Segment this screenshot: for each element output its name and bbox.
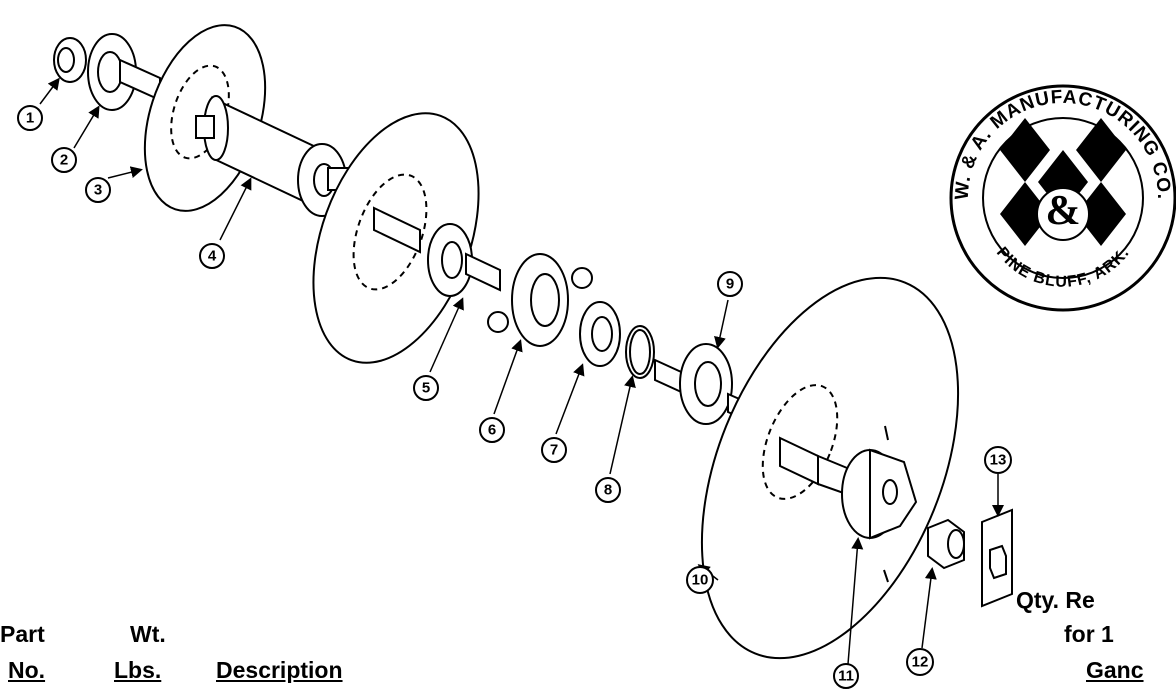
svg-text:4: 4	[208, 248, 217, 265]
callout-leaders	[39, 77, 1004, 665]
header-wt-line1: Wt.	[130, 621, 166, 647]
svg-text:12: 12	[912, 654, 929, 671]
svg-text:13: 13	[990, 452, 1007, 469]
callout-13: 13	[984, 446, 1012, 474]
part-7-bearing	[579, 301, 621, 367]
svg-text:6: 6	[488, 422, 496, 439]
part-8-snap-ring	[625, 325, 655, 379]
header-qty-line1: Qty. Re	[1016, 587, 1095, 613]
part-10-disc-blade	[700, 276, 960, 660]
svg-text:2: 2	[60, 152, 68, 169]
callout-9: 9	[717, 271, 743, 297]
svg-text:9: 9	[726, 276, 734, 293]
svg-text:1: 1	[26, 110, 34, 127]
callout-6: 6	[479, 417, 505, 443]
header-part-line2: No.	[8, 657, 46, 683]
header-wt-line2: Lbs.	[114, 657, 162, 683]
svg-text:3: 3	[94, 182, 102, 199]
part-1-end-cap	[53, 37, 87, 83]
svg-text:5: 5	[422, 380, 430, 397]
header-qty-line3: Ganc	[1086, 657, 1144, 683]
svg-text:11: 11	[838, 668, 854, 685]
header-part-line1: Part	[0, 621, 45, 647]
part-11-hub-housing	[841, 425, 918, 583]
part-4-spacer-spool	[195, 95, 351, 217]
header-description: Description	[216, 657, 343, 683]
callout-10: 10	[686, 566, 714, 594]
svg-text:10: 10	[692, 572, 709, 589]
company-logo: W. & A. MANUFACTURING CO. PINE BLUFF, AR…	[949, 84, 1176, 312]
callout-3: 3	[85, 177, 111, 203]
callout-12: 12	[906, 648, 934, 676]
part-13-lock-plate	[981, 508, 1013, 608]
header-qty-line2: for 1	[1064, 621, 1114, 647]
callout-2: 2	[51, 147, 77, 173]
callout-8: 8	[595, 477, 621, 503]
logo-ampersand: &	[1046, 188, 1081, 234]
callout-5: 5	[413, 375, 439, 401]
svg-text:8: 8	[604, 482, 612, 499]
svg-text:7: 7	[550, 442, 558, 459]
part-6-bearing-housing	[487, 253, 593, 347]
callout-11: 11	[833, 663, 859, 689]
callout-4: 4	[199, 243, 225, 269]
square-shaft-middle	[373, 206, 501, 297]
callout-1: 1	[17, 105, 43, 131]
callout-7: 7	[541, 437, 567, 463]
part-12-nut	[927, 518, 965, 570]
